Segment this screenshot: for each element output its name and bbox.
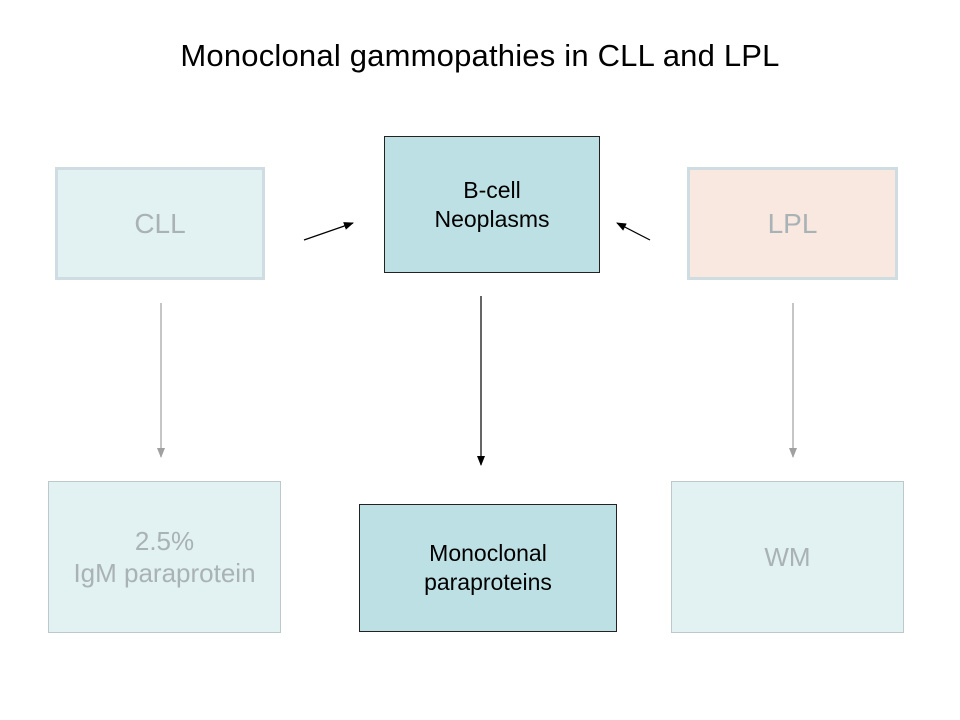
arrow-lpl-to-b-cell xyxy=(616,222,651,241)
node-monoclonal-paraproteins: Monoclonal paraproteins xyxy=(359,504,617,632)
node-igm-label-line-2: IgM paraprotein xyxy=(73,558,256,588)
node-b-cell-neoplasms: B-cell Neoplasms xyxy=(384,136,600,273)
node-b-cell-label-line-1: B-cell xyxy=(463,176,521,203)
page-title: Monoclonal gammopathies in CLL and LPL xyxy=(180,38,780,73)
node-mono-label-line-1: Monoclonal xyxy=(429,540,547,567)
node-lpl: LPL xyxy=(687,167,898,280)
node-cll: CLL xyxy=(55,167,265,280)
arrow-cll-to-b-cell xyxy=(303,222,354,241)
node-igm-paraprotein: 2.5% IgM paraprotein xyxy=(48,481,281,633)
node-cll-label: CLL xyxy=(134,208,186,239)
node-lpl-label: LPL xyxy=(767,208,818,239)
node-wm: WM xyxy=(671,481,904,633)
node-wm-label: WM xyxy=(764,541,811,572)
node-igm-label-line-1: 2.5% xyxy=(134,525,195,556)
node-b-cell-label-line-2: Neoplasms xyxy=(434,205,550,232)
node-mono-label-line-2: paraproteins xyxy=(424,569,552,595)
